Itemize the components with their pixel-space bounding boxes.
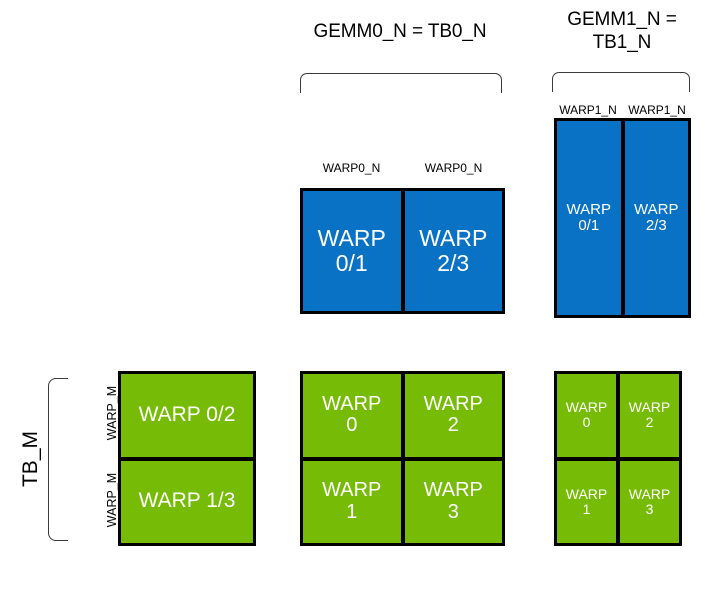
green-left-cell-0[interactable]: WARP 0/2 [121,374,253,457]
green-middle-cell-3-line1: WARP [423,479,483,502]
green-right-cell-1[interactable]: WARP 2 [620,374,679,457]
green-middle-cell-3[interactable]: WARP 3 [404,460,502,543]
blue-tall-cell-1[interactable]: WARP 2/3 [624,121,688,315]
green-right-cell-0[interactable]: WARP 0 [557,374,616,457]
green-middle-cell-0[interactable]: WARP 0 [303,374,401,457]
bracket-gemm1 [552,72,690,92]
title-gemm1: GEMM1_N = TB1_N [567,9,677,53]
green-right-group: WARP 0 WARP 2 WARP 1 WARP 3 [554,371,682,546]
bracket-gemm0 [300,73,502,93]
green-middle-cell-2-line1: WARP [322,479,382,502]
blue-wide-cell-0-line2: 0/1 [335,250,368,276]
label-warp-m-top: WARP_M [105,385,119,441]
blue-wide-cell-0[interactable]: WARP 0/1 [303,191,401,311]
green-right-seam-mid [557,456,679,461]
green-right-seam-top [616,374,620,457]
label-warp1-n-right: WARP1_N [628,103,686,117]
bracket-tb-m [48,378,68,541]
green-left-seam [121,456,253,461]
green-middle-cell-2[interactable]: WARP 1 [303,460,401,543]
green-right-cell-2-line1: WARP [565,485,608,502]
green-left-cell-1-label: WARP 1/3 [138,489,236,513]
green-right-cell-0-line2: 0 [582,414,591,431]
green-middle-seam-mid [303,456,502,461]
green-middle-cell-0-line2: 0 [346,414,358,437]
blue-tall-cell-0-line2: 0/1 [578,217,600,234]
blue-tall-cell-1-line2: 2/3 [645,217,667,234]
green-right-row-bottom: WARP 1 WARP 3 [557,460,679,543]
label-warp1-n-left: WARP1_N [559,103,617,117]
blue-wide-seam [400,191,405,311]
label-warp0-n-left: WARP0_N [322,161,381,175]
label-tb-m: TB_M [19,431,42,488]
blue-tall-group: WARP 0/1 WARP 2/3 [554,118,691,318]
blue-tall-cell-1-line1: WARP [634,200,679,218]
green-middle-cell-1[interactable]: WARP 2 [404,374,502,457]
green-middle-cell-0-line1: WARP [322,392,382,415]
green-middle-cell-1-line2: 2 [447,414,459,437]
green-middle-seam-bottom [400,460,405,543]
green-right-seam-bottom [616,460,620,543]
blue-tall-cell-0-line1: WARP [566,200,611,218]
green-right-row-top: WARP 0 WARP 2 [557,374,679,457]
blue-wide-cell-1-line1: WARP [419,225,488,252]
blue-wide-cell-0-line1: WARP [317,225,386,252]
blue-wide-group: WARP 0/1 WARP 2/3 [300,188,505,314]
green-left-group: WARP 0/2 WARP 1/3 [118,371,256,546]
title-gemm0: GEMM0_N = TB0_N [313,21,487,42]
green-right-cell-1-line2: 2 [645,414,654,431]
green-right-cell-3[interactable]: WARP 3 [620,460,679,543]
green-right-cell-1-line1: WARP [628,399,671,416]
green-middle-group: WARP 0 WARP 2 WARP 1 WARP 3 [300,371,505,546]
blue-tall-seam [620,121,625,315]
green-middle-cell-2-line2: 1 [346,500,358,523]
green-left-cell-1[interactable]: WARP 1/3 [121,460,253,543]
blue-wide-cell-1-line2: 2/3 [437,250,470,276]
blue-tall-cell-0[interactable]: WARP 0/1 [557,121,621,315]
green-right-cell-2[interactable]: WARP 1 [557,460,616,543]
green-right-cell-3-line2: 3 [645,500,654,517]
green-middle-cell-1-line1: WARP [423,392,483,415]
green-middle-row-top: WARP 0 WARP 2 [303,374,502,457]
blue-wide-cell-1[interactable]: WARP 2/3 [404,191,502,311]
green-right-cell-2-line2: 1 [582,500,591,517]
green-middle-cell-3-line2: 3 [447,500,459,523]
label-warp0-n-right: WARP0_N [424,161,483,175]
green-right-cell-3-line1: WARP [628,485,671,502]
green-middle-seam-top [400,374,405,457]
label-warp-m-bottom: WARP_M [105,472,119,528]
green-left-cell-0-label: WARP 0/2 [138,402,236,426]
green-middle-row-bottom: WARP 1 WARP 3 [303,460,502,543]
green-right-cell-0-line1: WARP [565,399,608,416]
